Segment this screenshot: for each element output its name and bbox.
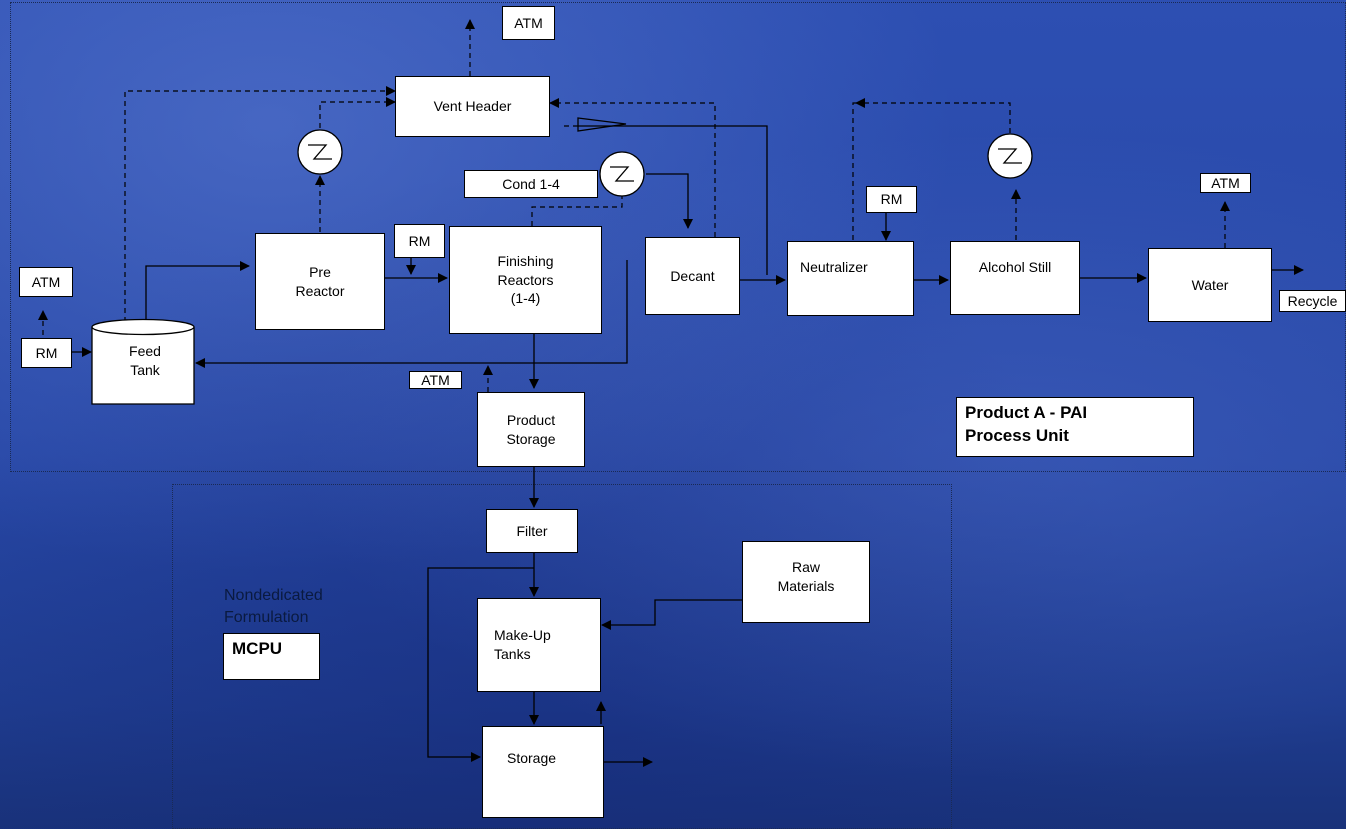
vent-header-box: Vent Header bbox=[395, 76, 550, 137]
mcpu-label: MCPU bbox=[223, 633, 320, 680]
makeup-tanks-box: Make-Up Tanks bbox=[477, 598, 601, 692]
recycle-label: Recycle bbox=[1279, 290, 1346, 312]
filter-box: Filter bbox=[486, 509, 578, 553]
line-neutralizer-feed-top bbox=[578, 125, 768, 275]
still-condenser-icon bbox=[987, 133, 1033, 179]
cond-label: Cond 1-4 bbox=[464, 170, 598, 198]
feed-tank-label: Feed Tank bbox=[129, 343, 161, 378]
atm-top-label: ATM bbox=[502, 6, 555, 40]
atm-feed-label: ATM bbox=[19, 267, 73, 297]
storage-box: Storage bbox=[482, 726, 604, 818]
alcohol-still-box: Alcohol Still bbox=[950, 241, 1080, 315]
rm-feed-label: RM bbox=[21, 338, 72, 368]
atm-product-label: ATM bbox=[409, 371, 462, 389]
decant-box: Decant bbox=[645, 237, 740, 315]
vent-hx-to-header bbox=[319, 97, 396, 128]
atm-water-label: ATM bbox=[1200, 173, 1251, 193]
neutralizer-box: Neutralizer bbox=[787, 241, 914, 316]
vent-decant-to-header bbox=[549, 98, 716, 237]
rm-finishing-label: RM bbox=[394, 224, 445, 258]
vent-finishing-to-cond bbox=[531, 190, 623, 226]
vent-tube bbox=[577, 117, 627, 132]
product-storage-box: Product Storage bbox=[477, 392, 585, 467]
vent-hx2-to-header bbox=[855, 98, 1011, 178]
nondedicated-formulation-label: Nondedicated Formulation bbox=[224, 587, 323, 626]
line-bypass-to-storage bbox=[427, 567, 534, 762]
vent-neutralizer-to-header bbox=[852, 102, 866, 240]
pre-reactor-box: Pre Reactor bbox=[255, 233, 385, 330]
process-unit-title: Product A - PAI Process Unit bbox=[956, 397, 1194, 457]
feed-tank-icon bbox=[91, 318, 195, 405]
condenser-icon bbox=[599, 151, 645, 197]
vent-feed-to-header bbox=[124, 86, 396, 322]
finishing-reactors-box: Finishing Reactors (1-4) bbox=[449, 226, 602, 334]
water-box: Water bbox=[1148, 248, 1272, 322]
line-rawmaterials-to-makeup bbox=[601, 599, 742, 630]
raw-materials-box: Raw Materials bbox=[742, 541, 870, 623]
heat-exchanger-icon bbox=[297, 129, 343, 175]
line-cond-to-decant bbox=[646, 173, 693, 229]
line-recycle-to-feedtank bbox=[195, 260, 628, 368]
rm-neutralizer-label: RM bbox=[866, 186, 917, 213]
line-feed-to-prereactor bbox=[145, 261, 250, 322]
